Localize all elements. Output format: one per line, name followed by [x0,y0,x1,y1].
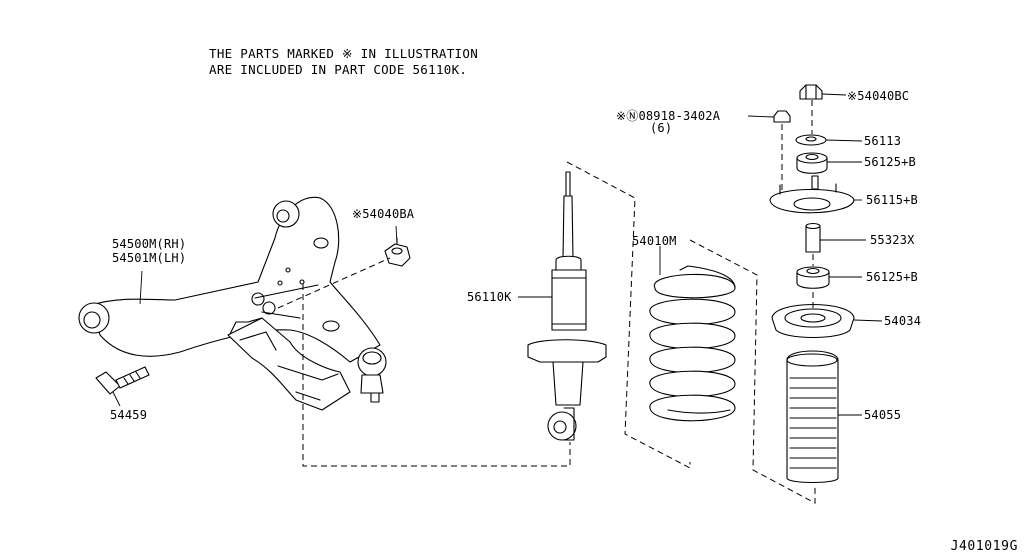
label-54500M-rh: 54500M(RH) [112,237,187,251]
label-54040BA: ※54040BA [352,207,415,221]
label-55323X: 55323X [870,233,915,247]
diagram-code: J401019G [950,539,1018,554]
shock-absorber-drawing [527,171,607,441]
mount-stack-drawing [769,84,855,484]
note-line-1: THE PARTS MARKED ※ IN ILLUSTRATION [209,46,479,61]
label-08918-qty: (6) [650,121,673,135]
label-54055: 54055 [864,408,902,422]
label-56115B: 56115+B [866,193,918,207]
lower-control-arm-drawing [78,196,387,411]
assembly-dashed-lines [277,100,816,504]
label-56125B-upper: 56125+B [864,155,916,169]
label-54040BC: ※54040BC [847,89,910,103]
label-54034: 54034 [884,314,922,328]
note-line-2: ARE INCLUDED IN PART CODE 56110K. [209,62,468,77]
label-56125B-lower: 56125+B [866,270,918,284]
label-54010M: 54010M [632,234,677,248]
diagram-note: THE PARTS MARKED ※ IN ILLUSTRATION ARE I… [209,46,478,78]
coil-spring-drawing [649,265,736,422]
label-56113: 56113 [864,134,902,148]
leader-lines [112,93,883,416]
nut-54040BA-drawing [384,237,411,267]
label-56110K: 56110K [467,290,512,304]
bolt-54459-drawing [95,366,150,395]
label-54459: 54459 [110,408,148,422]
label-54501M-lh: 54501M(LH) [112,251,187,265]
label-08918-3402A: ※Ⓝ08918-3402A [616,109,721,123]
